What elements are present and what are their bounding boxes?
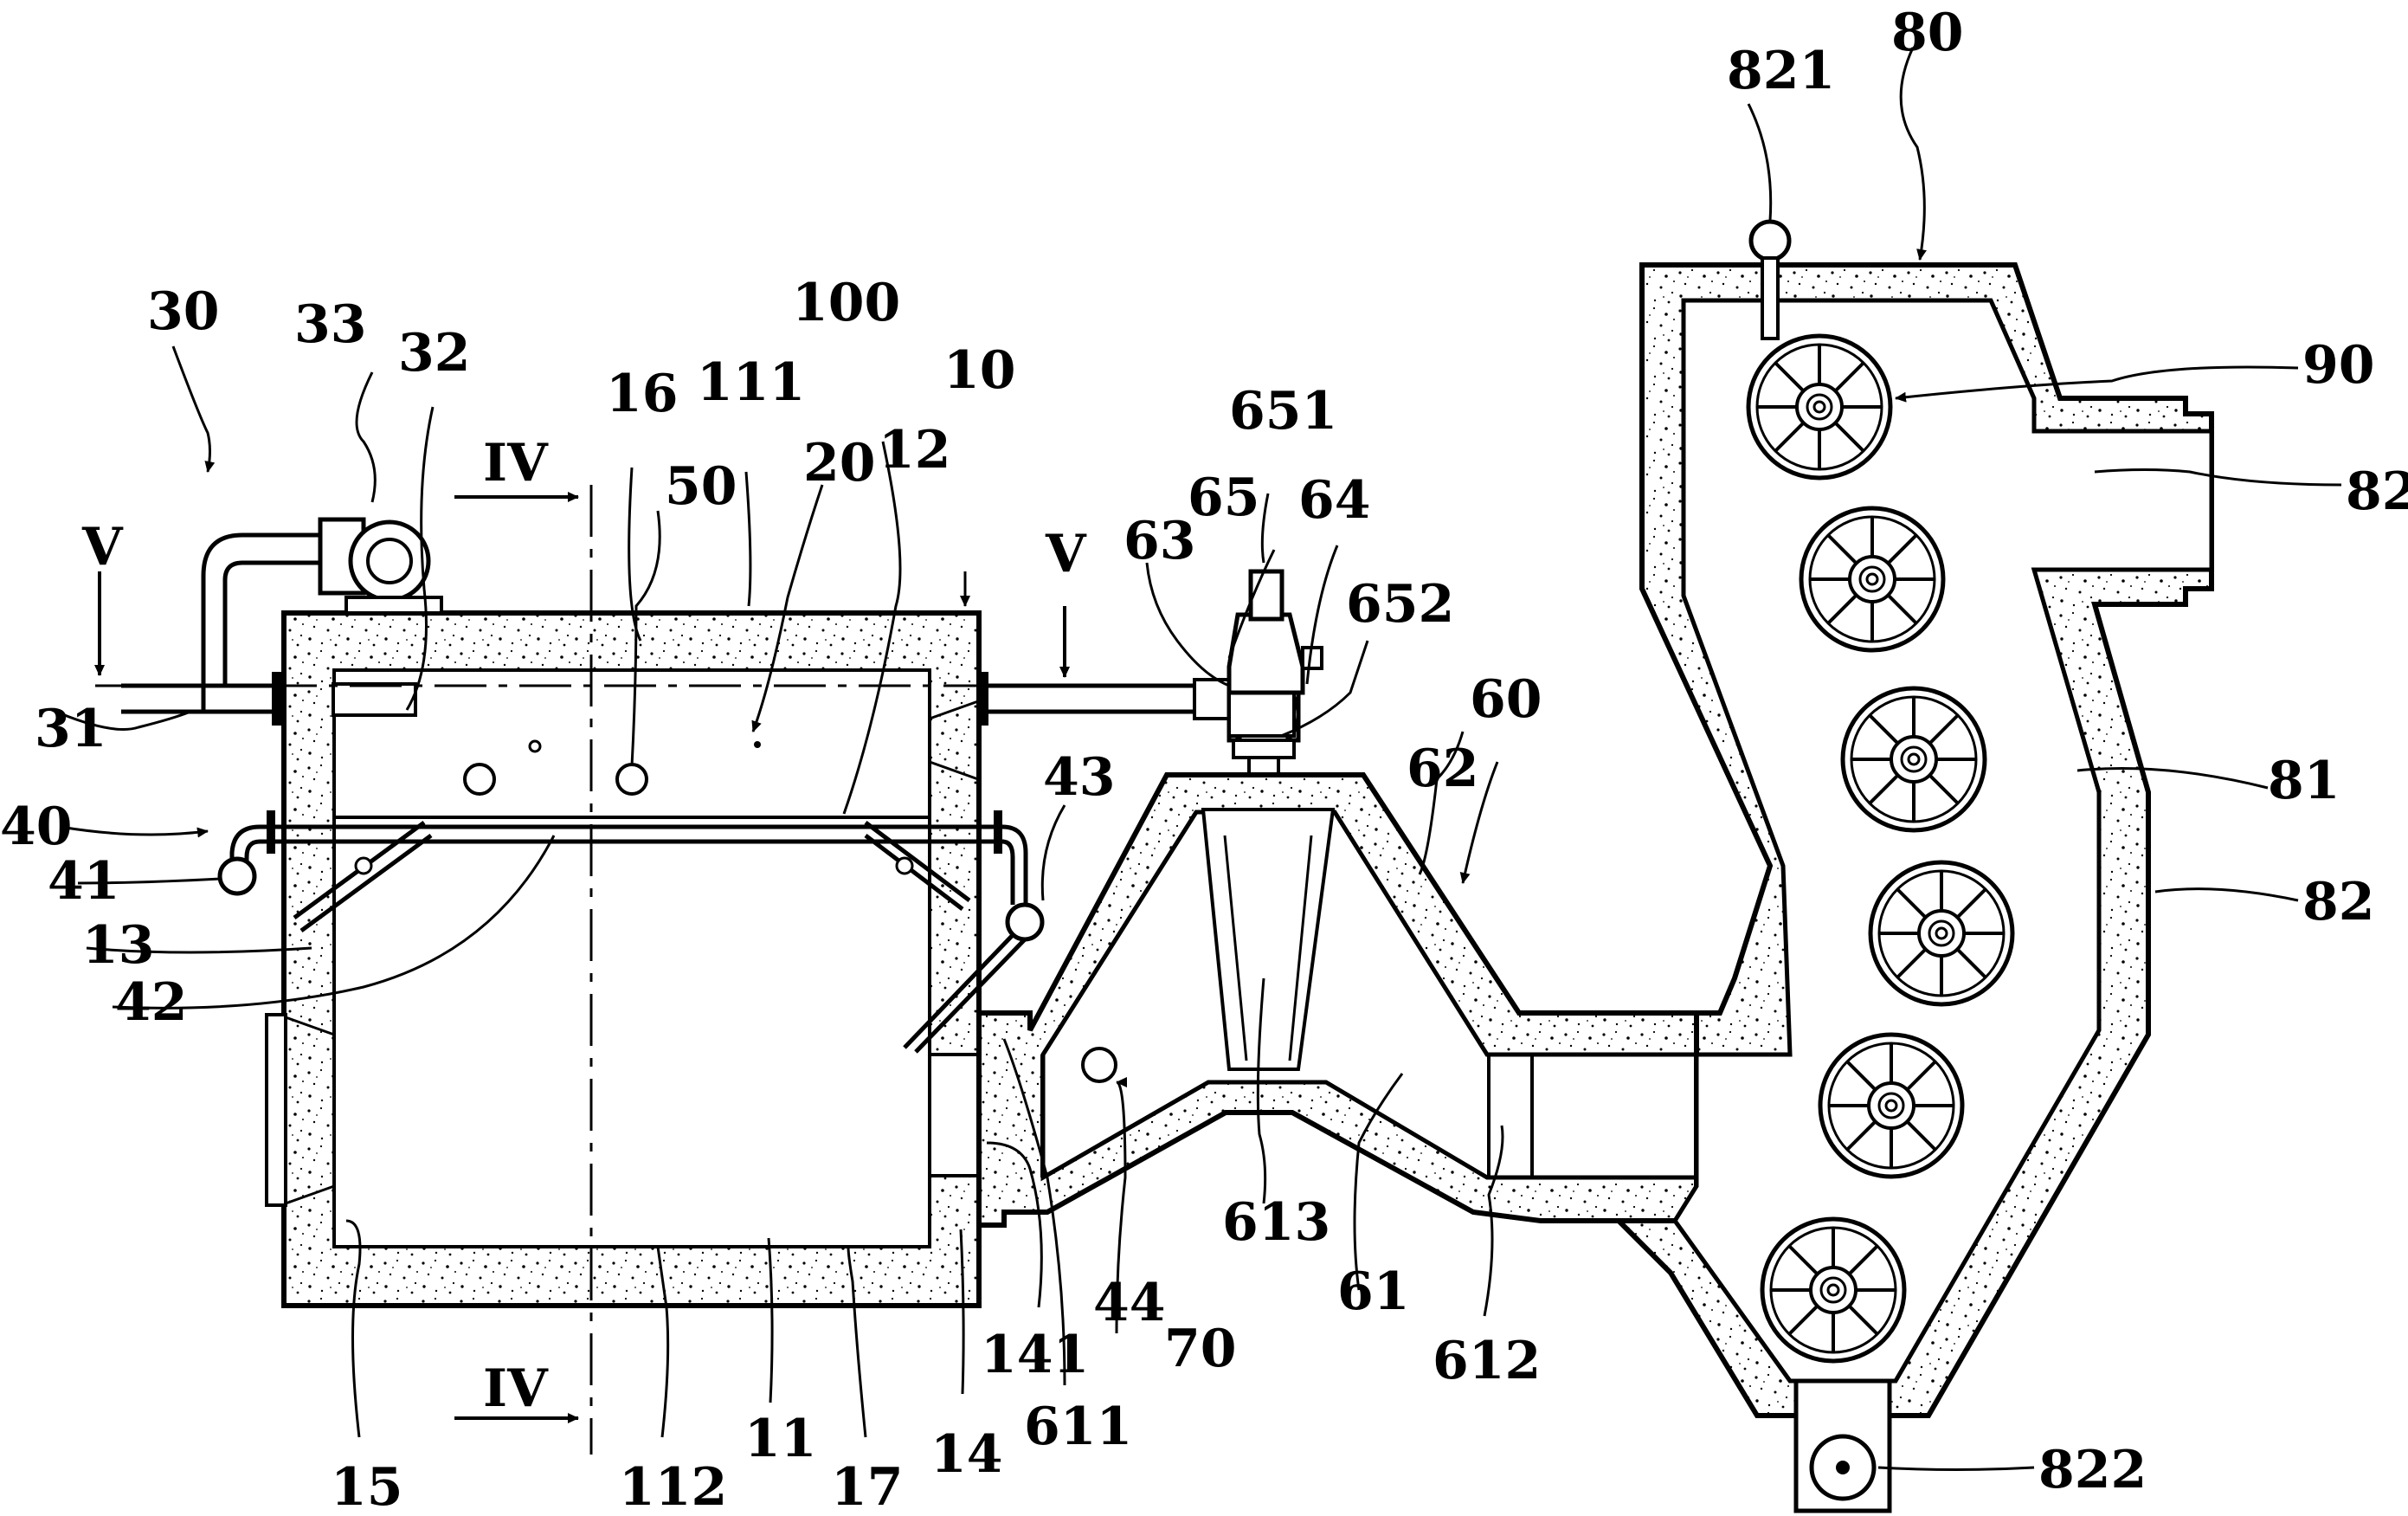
label-17: 17	[831, 1457, 904, 1516]
label-80: 80	[1891, 3, 1964, 63]
section-label-iv-bottom: IV	[483, 1358, 549, 1419]
leader-lines	[51, 47, 2342, 1471]
venturi-60	[976, 772, 1699, 1228]
label-50: 50	[665, 456, 737, 517]
label-44: 44	[1093, 1273, 1166, 1333]
label-30: 30	[147, 281, 220, 342]
label-81: 81	[2268, 751, 2340, 811]
label-40: 40	[0, 797, 73, 857]
section-label-v-right: V	[1045, 524, 1087, 584]
label-43: 43	[1043, 747, 1116, 808]
label-111: 111	[697, 352, 805, 413]
label-822: 822	[2038, 1440, 2147, 1500]
pipe-42	[217, 810, 1045, 1054]
label-16: 16	[606, 364, 679, 424]
label-651: 651	[1229, 381, 1337, 442]
label-90: 90	[2302, 335, 2375, 396]
section-label-iv-top: IV	[483, 433, 549, 494]
section-lines	[94, 485, 1082, 1455]
label-31: 31	[35, 699, 107, 759]
label-652: 652	[1346, 574, 1454, 635]
label-14: 14	[930, 1424, 1003, 1485]
label-112: 112	[619, 1457, 727, 1516]
furnace-body	[265, 610, 1044, 1308]
label-612: 612	[1433, 1331, 1541, 1391]
label-10: 10	[943, 340, 1016, 401]
section-label-v-left: V	[81, 517, 124, 577]
label-63: 63	[1124, 511, 1196, 571]
part-labels: 80 821 90 823 81 82 822 30 33 32 100 16 …	[0, 3, 2408, 1516]
label-141: 141	[981, 1325, 1089, 1385]
label-13: 13	[82, 915, 155, 976]
label-33: 33	[294, 294, 367, 355]
label-11: 11	[744, 1409, 817, 1469]
label-15: 15	[331, 1457, 403, 1516]
label-821: 821	[1727, 41, 1835, 101]
label-100: 100	[792, 273, 900, 333]
label-611: 611	[1024, 1397, 1132, 1457]
pipe-63	[978, 672, 1231, 726]
label-613: 613	[1222, 1192, 1330, 1253]
label-60: 60	[1470, 669, 1542, 730]
label-82: 82	[2302, 872, 2375, 932]
label-41: 41	[48, 851, 120, 912]
label-70: 70	[1164, 1319, 1237, 1379]
label-32: 32	[398, 323, 471, 384]
label-20: 20	[803, 433, 876, 494]
label-64: 64	[1298, 470, 1371, 531]
label-42: 42	[115, 972, 188, 1033]
label-12: 12	[879, 420, 951, 481]
tower-80	[1612, 219, 2214, 1513]
label-61: 61	[1337, 1261, 1410, 1322]
valve-65	[1227, 569, 1323, 811]
label-62: 62	[1407, 739, 1479, 799]
label-65: 65	[1188, 468, 1260, 528]
label-823: 823	[2346, 461, 2408, 522]
